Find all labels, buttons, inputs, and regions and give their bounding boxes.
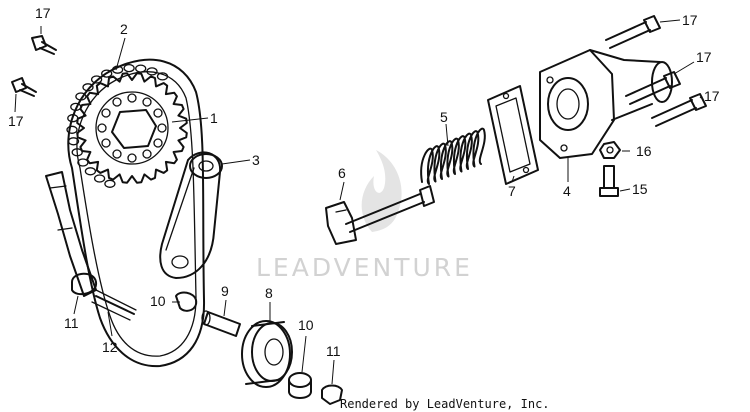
watermark-text: LEADVENTURE: [256, 253, 473, 282]
cam-sprocket-drawing: [76, 72, 188, 184]
sprocket-hole: [101, 108, 111, 118]
sprocket-hole: [97, 123, 107, 133]
callout-guide-roller: 8: [265, 285, 273, 301]
bolts-15-drawing: [11, 35, 57, 97]
callout-tensioner-housing: 4: [563, 183, 571, 199]
tensioner-housing-drawing: [539, 49, 673, 159]
callout-housing-bolt-top: 17: [682, 12, 698, 28]
callout-housing-bolt-middle: 17: [696, 49, 712, 65]
callout-adjuster-bolt: 15: [632, 181, 648, 197]
sprocket-hole: [127, 93, 137, 103]
sprocket-hole: [127, 153, 137, 163]
chain-link: [111, 65, 124, 74]
roller-pin-drawing: [175, 291, 241, 337]
chain-link: [93, 174, 106, 183]
housing-bolts-drawing: [605, 15, 707, 127]
chain-link: [90, 75, 103, 84]
chain-link: [135, 64, 147, 73]
callout-bolt-upper: 17: [35, 5, 51, 21]
sprocket-hole: [142, 97, 152, 107]
chain-link: [156, 72, 169, 81]
chain-link: [123, 63, 135, 73]
callout-labels: 17 17 2 1 3 5 6 7 4 16 15 17 17 17 10 9 …: [8, 5, 720, 359]
adjuster-parts-drawing: [599, 141, 621, 197]
sprocket-hole: [112, 149, 122, 159]
callout-roller-collar: 10: [298, 317, 314, 333]
sprocket-hole: [101, 138, 111, 148]
chain-link: [67, 137, 80, 146]
callout-housing-bolt-bottom: 17: [704, 88, 720, 104]
chain-link: [146, 67, 158, 76]
callout-arm-pivot: 11: [64, 315, 79, 331]
push-rod-drawing: [325, 185, 435, 245]
chain-link: [77, 158, 89, 167]
chain-link: [71, 148, 83, 157]
callout-roller-pin: 9: [221, 283, 229, 299]
render-credit: Rendered by LeadVenture, Inc.: [340, 397, 550, 411]
callout-tensioner-push-rod: 6: [338, 165, 346, 181]
sprocket-hole: [153, 138, 163, 148]
tensioner-arm-drawing: [159, 151, 223, 279]
callout-tensioner-spring: 5: [440, 109, 448, 125]
callout-pivot-bolt: 12: [102, 339, 118, 355]
callout-bolt-lower: 17: [8, 113, 24, 129]
spring-drawing: [420, 127, 486, 185]
callout-housing-gasket: 7: [508, 183, 516, 199]
callout-cam-chain: 2: [120, 21, 128, 37]
sprocket-hole: [153, 108, 163, 118]
sprocket-hole: [157, 123, 167, 133]
chain-link: [66, 125, 78, 134]
callout-clip-upper: 10: [150, 293, 166, 309]
guide-roller-drawing: [241, 320, 343, 405]
chain-link: [101, 69, 113, 78]
callout-cam-sprocket: 1: [210, 110, 218, 126]
leader-lines: [14, 19, 703, 385]
chain-link: [82, 83, 94, 92]
cam-chain-drawing: [66, 58, 206, 368]
sprocket-hole: [112, 97, 122, 107]
chain-link: [104, 179, 116, 188]
chain-guide-drawing: [45, 171, 137, 321]
callout-lock-nut: 16: [636, 143, 652, 159]
gasket-drawing: [487, 85, 539, 185]
chain-link: [75, 92, 87, 101]
watermark-logo: LEADVENTURE: [256, 150, 473, 282]
sprocket-hole: [142, 149, 152, 159]
callout-clip-lower: 11: [326, 343, 341, 359]
callout-tensioner-arm: 3: [252, 152, 260, 168]
chain-link: [84, 167, 97, 176]
